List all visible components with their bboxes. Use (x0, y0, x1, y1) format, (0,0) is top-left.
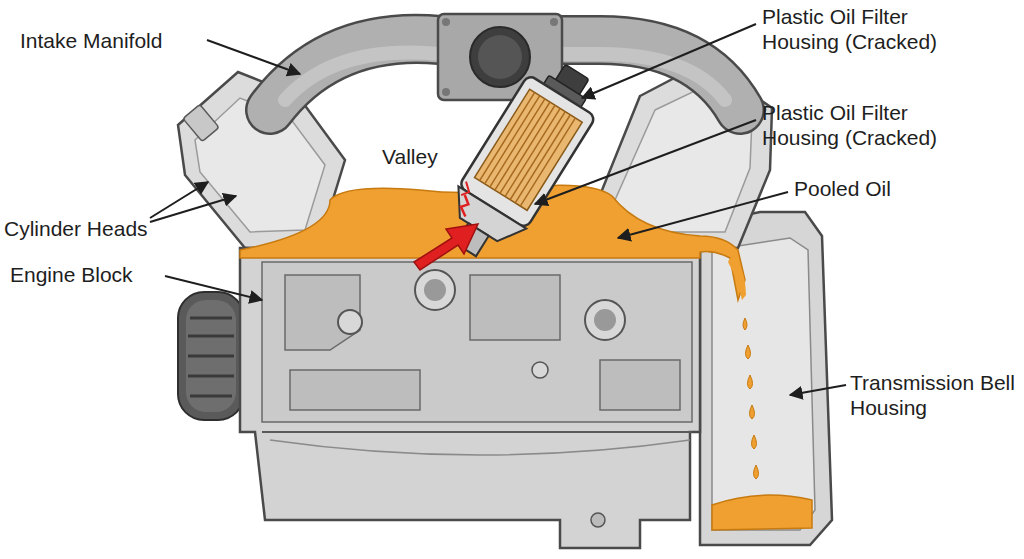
engine-block (338, 310, 362, 334)
pooled-oil (746, 345, 751, 359)
engine-block (290, 370, 420, 410)
intake-manifold (270, 14, 740, 110)
crank-pulley (190, 317, 232, 320)
pooled-oil (754, 465, 759, 479)
crank-pulley (188, 355, 234, 358)
engine-block (585, 300, 625, 340)
crank-pulley (190, 395, 232, 398)
part-label: Plastic Oil Filter Housing (Cracked) (762, 100, 982, 150)
intake-manifold (478, 35, 522, 79)
leader-line (790, 385, 846, 395)
cylinder-head (183, 104, 219, 141)
part-label: Plastic Oil Filter Housing (Cracked) (762, 4, 982, 54)
bell-housing (712, 495, 812, 530)
crank-pulley (188, 375, 234, 378)
pooled-oil (743, 318, 747, 330)
crank-pulley (188, 335, 234, 338)
engine-block (470, 275, 560, 340)
pooled-oil (750, 405, 755, 419)
oil-filter-housing (459, 182, 473, 198)
region-label: Valley (382, 144, 438, 169)
crank-pulley (178, 292, 244, 420)
bell-housing (712, 238, 815, 530)
part-label: Transmission Bell Housing (850, 370, 1015, 420)
engine-block (415, 270, 455, 310)
intake-manifold (442, 18, 450, 26)
leader-line (150, 24, 846, 395)
part-label: Cylinder Heads (4, 216, 148, 241)
crank-pulley (186, 300, 236, 412)
leader-line (582, 24, 756, 98)
bell-housing (700, 212, 832, 545)
intake-manifold (550, 18, 558, 26)
part-label: Engine Block (10, 262, 133, 287)
crank-pulley (178, 292, 244, 420)
engine-block (240, 248, 700, 548)
engine-block (594, 309, 616, 331)
pooled-oil (728, 258, 746, 300)
pooled-oil (752, 435, 757, 449)
engine-block (270, 440, 690, 455)
part-label: Pooled Oil (794, 176, 891, 201)
engine-block (600, 360, 680, 410)
part-label: Intake Manifold (20, 28, 162, 53)
intake-manifold (470, 27, 530, 87)
leader-line (207, 40, 300, 74)
oil-filter-housing (455, 195, 475, 217)
engine-block (424, 279, 446, 301)
engine-block (591, 513, 605, 527)
pooled-oil (240, 185, 759, 479)
engine-block (262, 431, 692, 433)
intake-manifold (442, 88, 450, 96)
oil-filter-housing (480, 92, 576, 206)
leader-line (535, 120, 756, 204)
engine-block (240, 248, 700, 548)
leader-line (165, 276, 262, 300)
bell-housing (700, 212, 832, 545)
leader-line (150, 196, 236, 222)
leak-arrow (414, 224, 478, 270)
leader-line (618, 192, 788, 238)
pooled-oil (748, 375, 753, 389)
engine-block (532, 362, 548, 378)
leak-arrow (414, 224, 478, 270)
engine-block (262, 262, 692, 422)
